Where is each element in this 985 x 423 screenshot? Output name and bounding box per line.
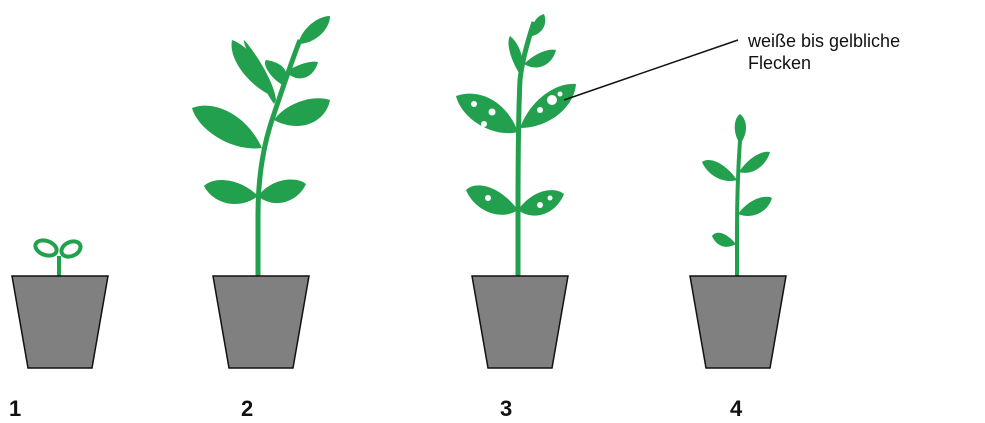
plant-3-pot	[472, 276, 568, 368]
plant-3-spot	[481, 121, 487, 127]
plant-1-leaf-right	[59, 238, 83, 259]
plant-3-spot	[558, 92, 563, 97]
plant-4-leaf	[738, 197, 772, 216]
plant-3-spot	[471, 101, 477, 107]
plant-1-leaf-left	[33, 238, 58, 259]
plant-3	[456, 14, 576, 368]
plant-3-leaf	[524, 50, 556, 68]
plant-2-leaf	[298, 16, 330, 44]
plant-3-spot	[537, 202, 543, 208]
plant-3-leaf	[508, 36, 522, 76]
plant-2-leaf	[204, 180, 258, 204]
plant-2-pot	[213, 276, 309, 368]
plant-2-label: 2	[241, 398, 253, 420]
plant-1	[12, 238, 108, 368]
plant-4-leaf	[702, 160, 737, 181]
plant-3-leaf	[456, 94, 518, 134]
plant-3-leaf	[520, 84, 576, 128]
plant-3-leaf	[532, 14, 546, 36]
plant-2	[192, 16, 330, 368]
plant-1-label: 1	[9, 398, 21, 420]
plant-3-spot	[547, 95, 557, 105]
plant-4-stem	[737, 140, 740, 276]
plant-4	[690, 114, 786, 368]
plant-3-spot	[548, 196, 553, 201]
plant-3-spot	[537, 107, 543, 113]
annotation-line-1: weiße bis gelbliche	[748, 30, 900, 52]
plant-4-leaf	[739, 152, 770, 173]
plant-2-leaf	[274, 98, 330, 126]
plant-4-leaf	[712, 233, 736, 247]
plant-2-leaf	[258, 180, 306, 204]
plant-4-pot	[690, 276, 786, 368]
plant-3-spot	[489, 109, 496, 116]
annotation-line-2: Flecken	[748, 52, 900, 74]
plant-3-leaf	[466, 185, 518, 214]
annotation-text: weiße bis gelbliche Flecken	[748, 30, 900, 74]
plant-4-leaf	[735, 114, 746, 144]
plant-3-label: 3	[500, 398, 512, 420]
plant-2-leaf	[192, 106, 262, 149]
plant-3-spot	[485, 195, 491, 201]
plant-4-label: 4	[730, 398, 742, 420]
plant-2-leaf	[232, 40, 272, 96]
annotation-pointer	[564, 40, 738, 100]
plant-1-pot	[12, 276, 108, 368]
